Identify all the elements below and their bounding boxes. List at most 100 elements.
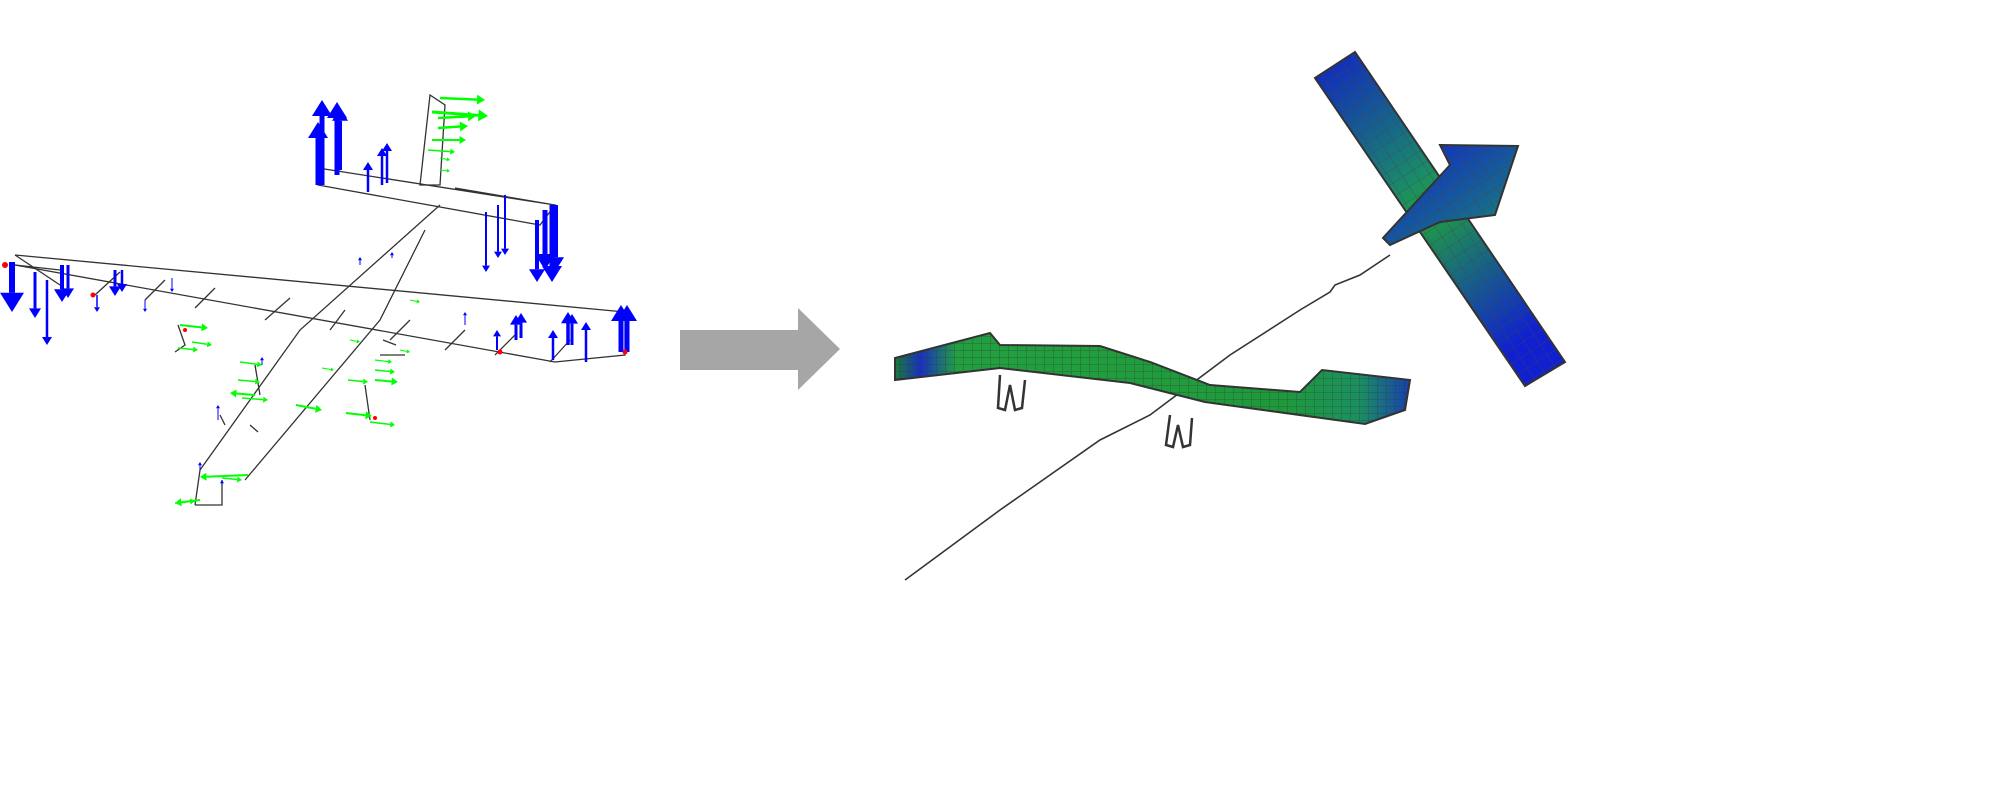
force-arrow-head <box>42 337 52 345</box>
force-arrow-head <box>406 349 410 354</box>
node-markers <box>2 262 628 420</box>
force-arrow-head <box>446 168 450 173</box>
force-arrow-shaft <box>239 361 258 366</box>
lift-force-arrows <box>0 100 637 485</box>
fuselage-beam <box>194 204 441 506</box>
wing-leading-edge <box>14 254 626 313</box>
force-arrow-head <box>117 284 127 292</box>
force-arrow-head <box>62 288 74 298</box>
force-arrow-shaft <box>374 369 391 373</box>
force-arrow-shaft <box>427 149 451 153</box>
force-arrow-shaft <box>437 115 469 120</box>
force-arrow-head <box>459 121 468 132</box>
force-arrow-shaft <box>191 341 208 346</box>
force-arrow-shaft <box>345 412 366 417</box>
force-arrow-head <box>387 359 392 364</box>
wing-root-left <box>14 254 61 286</box>
wing-ribs <box>94 271 571 363</box>
force-arrow-head <box>581 322 591 330</box>
force-arrow-head <box>220 480 224 484</box>
force-arrow-shaft <box>439 96 478 101</box>
force-arrow-head <box>29 308 41 318</box>
force-arrow-shaft <box>349 339 357 342</box>
force-arrow-shaft <box>347 379 364 383</box>
force-arrow-head <box>206 341 212 348</box>
force-arrow-head <box>262 396 268 403</box>
force-arrow-head <box>389 368 395 375</box>
force-arrow-head <box>330 367 334 372</box>
force-arrow-head <box>200 472 207 481</box>
force-arrow-shaft <box>374 379 392 383</box>
force-arrow-head <box>236 476 242 483</box>
right-arrow-icon <box>680 308 840 390</box>
deformed-fem-mesh <box>894 50 1567 581</box>
force-arrow-shaft <box>295 404 316 410</box>
force-arrow-shaft <box>439 157 447 160</box>
force-arrow-head <box>501 248 509 255</box>
force-arrow-head <box>459 136 466 144</box>
force-arrow-head <box>363 162 373 170</box>
force-arrow-head <box>216 405 220 409</box>
force-arrow-shaft <box>174 500 191 504</box>
force-arrow-head <box>617 305 637 321</box>
force-arrow-head <box>566 314 578 324</box>
force-arrow-head <box>308 122 328 138</box>
force-arrow-head <box>493 330 501 337</box>
force-arrow-head <box>256 361 262 368</box>
force-arrow-head <box>143 308 147 312</box>
force-arrow-head <box>94 307 100 312</box>
force-arrow-shaft <box>369 421 391 426</box>
force-arrow-head <box>389 421 395 428</box>
force-arrow-shaft <box>206 474 249 478</box>
force-arrow-head <box>416 299 420 304</box>
force-arrow-head <box>382 143 392 151</box>
force-arrow-head <box>332 108 348 121</box>
pylon-left <box>174 324 261 433</box>
force-arrow-head <box>198 462 202 466</box>
force-arrow-shaft <box>439 169 447 172</box>
force-arrow-head <box>542 266 562 282</box>
force-arrow-head <box>449 148 455 155</box>
force-arrow-head <box>476 94 485 105</box>
force-arrow-shaft <box>177 347 194 351</box>
force-arrow-head <box>377 148 387 156</box>
force-arrow-head <box>189 498 195 505</box>
force-arrow-head <box>467 111 476 122</box>
horizontal-tail <box>317 167 557 226</box>
engine-pylons <box>996 374 1194 449</box>
force-arrow-shaft <box>221 477 238 481</box>
force-arrow-shaft <box>437 125 461 130</box>
force-arrow-head <box>192 346 198 353</box>
force-arrow-shaft <box>374 359 389 363</box>
trim-line <box>904 254 1391 581</box>
force-arrow-head <box>548 257 564 270</box>
force-arrow-head <box>494 251 502 258</box>
force-arrow-shaft <box>409 299 417 302</box>
force-arrow-head <box>362 378 368 385</box>
force-arrow-shaft <box>179 324 202 329</box>
force-arrow-shaft <box>399 349 407 352</box>
force-arrow-head <box>109 286 121 296</box>
force-arrow-head <box>482 265 490 272</box>
force-arrow-shaft <box>237 379 256 383</box>
force-arrow-head <box>0 292 24 312</box>
force-arrow-head <box>446 157 450 162</box>
force-arrow-head <box>260 357 264 361</box>
drag-force-arrows <box>174 94 488 507</box>
force-arrow-head <box>515 313 527 323</box>
force-arrow-head <box>391 377 398 386</box>
force-arrow-shaft <box>241 397 264 401</box>
force-arrow-head <box>463 312 467 316</box>
force-arrow-head <box>314 404 322 413</box>
force-arrow-head <box>548 330 558 338</box>
force-arrow-head <box>201 323 208 332</box>
force-arrow-head <box>477 109 488 122</box>
force-arrow-head <box>390 252 394 256</box>
force-arrow-shaft <box>321 367 331 370</box>
force-arrow-head <box>365 411 372 420</box>
force-arrow-head <box>312 100 332 116</box>
force-arrow-head <box>356 339 360 344</box>
force-arrow-head <box>358 257 362 261</box>
force-arrow-head <box>254 378 260 385</box>
